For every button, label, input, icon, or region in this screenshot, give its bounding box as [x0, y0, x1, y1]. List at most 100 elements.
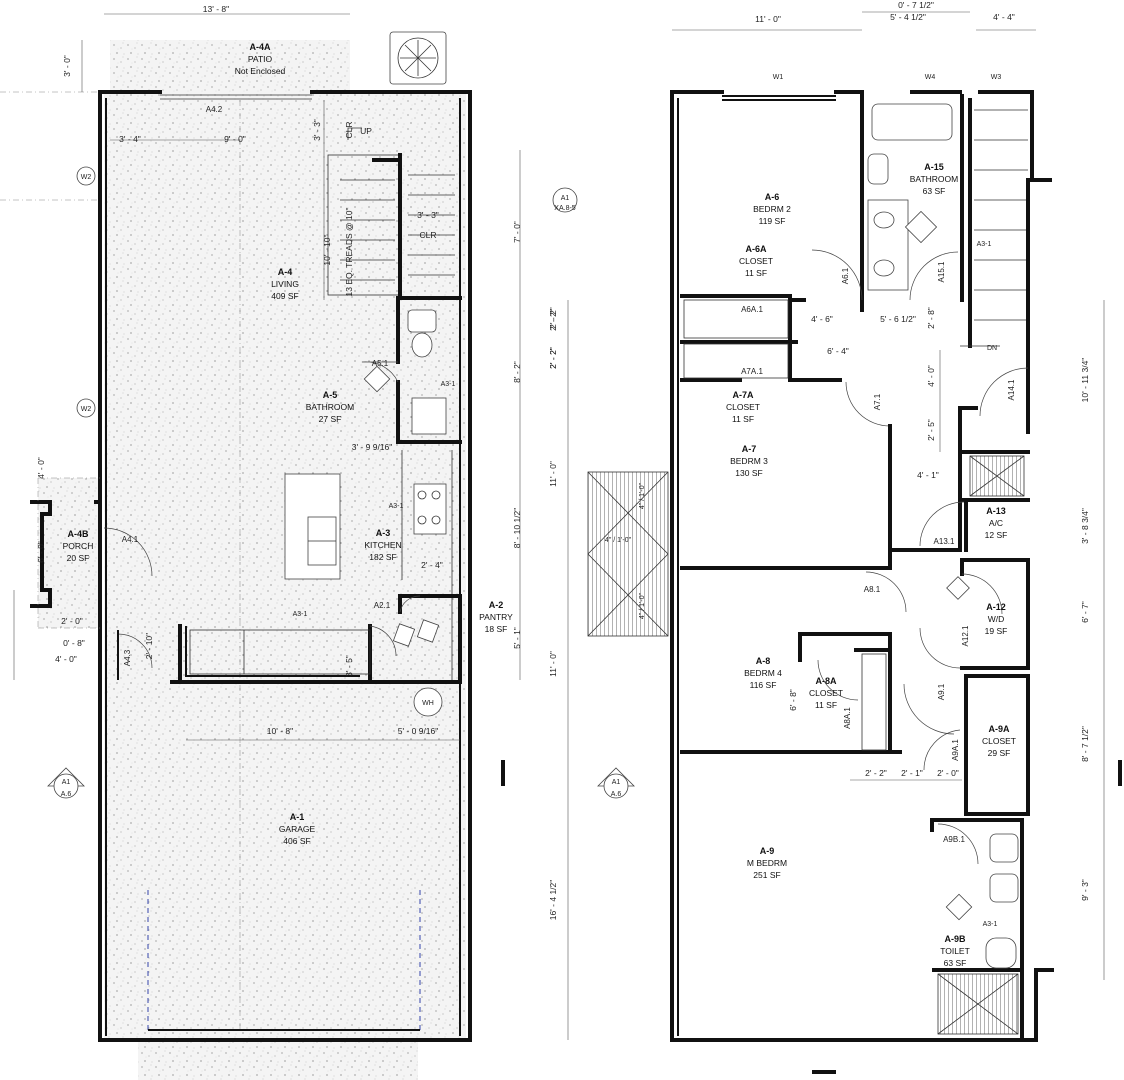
room-label-bedrm4: A-8 BEDRM 4 116 SF: [744, 656, 782, 690]
room-area: 409 SF: [271, 291, 298, 301]
window-tag: W4: [925, 74, 936, 81]
dim-landing2: 2' - 5": [926, 419, 936, 441]
room-name: BEDRM 3: [730, 456, 768, 466]
dim-wh-right: 5' - 0 9/16": [398, 726, 439, 736]
door-tag: A6A.1: [741, 305, 763, 314]
second-floor-dimensions: 11' - 0" 0' - 7 1/2" 5' - 4 1/2" 4' - 4"…: [548, 0, 1090, 920]
door-tag: A13.1: [934, 537, 955, 546]
dim-left-mid: 11' - 0": [548, 651, 558, 677]
dim-wd-h: 6' - 7": [1080, 601, 1090, 623]
dim-landing: 4' - 0": [926, 365, 936, 387]
room-area: 27 SF: [319, 414, 342, 424]
window-tag: W2: [81, 406, 92, 413]
stair-down-label: DN: [987, 345, 997, 352]
room-id: A-8A: [815, 676, 837, 686]
room-id: A-5: [323, 390, 338, 400]
clear-tag: CLR: [344, 121, 354, 138]
dim-left-total: 11' - 0": [548, 461, 558, 487]
room-id: A-3: [376, 528, 391, 538]
room-label-porch: A-4B PORCH 20 SF: [63, 529, 94, 563]
dim-top-width: 13' - 8": [203, 4, 229, 14]
room-label-closet8a: A-8A CLOSET 11 SF: [809, 676, 843, 710]
roof-section: [587, 471, 669, 637]
door-tag: A8A.1: [843, 707, 852, 729]
room-label-closet9a: A-9A CLOSET 29 SF: [982, 724, 1016, 758]
room-id: A-9: [760, 846, 775, 856]
room-area: 18 SF: [485, 624, 508, 634]
dim-entry-left: 3' - 4": [119, 134, 141, 144]
section-marker-bottom: A.6: [61, 791, 72, 798]
dim-left-a: 2' - 2": [548, 307, 558, 329]
dim-bot-c: 2' - 0": [937, 768, 959, 778]
room-name: CLOSET: [726, 402, 760, 412]
dim-porch-w3: 4' - 0": [55, 654, 77, 664]
dim-bed4-closet: 6' - 8": [788, 689, 798, 711]
section-marker-top: A1: [62, 779, 71, 786]
dim-closet-w: 2' - 10": [144, 633, 154, 659]
room-id: A-2: [489, 600, 504, 610]
door-tag: A6.1: [841, 267, 850, 284]
room-name: CLOSET: [809, 688, 843, 698]
door-tag: A7.1: [873, 393, 882, 410]
room-id: A-15: [924, 162, 944, 172]
dim-toilet-h: 9' - 3": [1080, 879, 1090, 901]
dim-porch-w1: 2' - 0": [61, 616, 83, 626]
room-area: 63 SF: [923, 186, 946, 196]
water-heater-label: WH: [422, 700, 434, 707]
room-id: A-1: [290, 812, 305, 822]
dim-bed3-right: 4' - 1": [917, 470, 939, 480]
section-marker-bottom: A.6: [611, 791, 622, 798]
door-tag: A15.1: [937, 261, 946, 282]
dim-top-b: 5' - 4 1/2": [890, 12, 926, 22]
room-name: KITCHEN: [364, 540, 401, 550]
dim-top-left: 11' - 0": [755, 14, 781, 24]
dim-right-b2: 2' - 2": [548, 347, 558, 369]
dim-kitchen-counter: 3' - 9 9/16": [352, 442, 393, 452]
first-floor-plan: [0, 13, 578, 1080]
room-id: A-7A: [732, 390, 754, 400]
first-floor-dimensions: 13' - 8" 3' - 0" 3' - 4" 9' - 0" 3' - 3"…: [36, 4, 558, 736]
dim-left-b: 2' - 2": [548, 347, 558, 369]
room-name: A/C: [989, 518, 1003, 528]
window-tag: W2: [81, 174, 92, 181]
room-name: W/D: [988, 614, 1005, 624]
dim-entry-mid: 9' - 0": [224, 134, 246, 144]
dim-pantry-h: 5' - 1": [512, 627, 522, 649]
dim-clr-width: 3' - 3": [417, 210, 439, 220]
section-tag: A1: [561, 195, 570, 202]
room-name: BATHROOM: [910, 174, 958, 184]
door-tag: A4.2: [206, 105, 223, 114]
room-id: A-13: [986, 506, 1006, 516]
dim-wh-left: 10' - 8": [267, 726, 293, 736]
roof-slope: 4" / 1'-0": [639, 482, 646, 509]
dim-patio-depth: 3' - 0": [62, 55, 72, 77]
dim-porch-depth: 6' - 0": [36, 541, 46, 563]
room-area: 11 SF: [732, 414, 754, 424]
door-tag: A9A.1: [951, 739, 960, 761]
dim-right-mid: 8' - 2": [512, 361, 522, 383]
door-tag: A7A.1: [741, 367, 763, 376]
room-label-ac: A-13 A/C 12 SF: [985, 506, 1008, 540]
room-name: CLOSET: [739, 256, 773, 266]
dim-pantry-w: 2' - 4": [421, 560, 443, 570]
window-tag: W3: [991, 74, 1002, 81]
door-tag: A9.1: [937, 683, 946, 700]
room-area: 20 SF: [67, 553, 90, 563]
room-label-bathroom-2: A-15 BATHROOM 63 SF: [910, 162, 958, 196]
room-label-closet7a: A-7A CLOSET 11 SF: [726, 390, 760, 424]
door-tag: A2.1: [374, 601, 391, 610]
second-floor-plan: [567, 11, 1122, 1074]
dim-right-kitchen: 8' - 10 1/2": [512, 508, 522, 549]
dim-pantry-left: 3' - 5": [344, 655, 354, 677]
room-area: 119 SF: [759, 216, 786, 226]
dim-hall-w2: 6' - 4": [827, 346, 849, 356]
dim-top-right: 4' - 4": [993, 12, 1015, 22]
room-label-bedrm3: A-7 BEDRM 3 130 SF: [730, 444, 768, 478]
room-area: 29 SF: [988, 748, 1011, 758]
dim-closet9-h: 8' - 7 1/2": [1080, 726, 1090, 762]
dim-bath-w: 5' - 6 1/2": [880, 314, 916, 324]
dim-stair-treads: 13 EQ. TREADS @ 10": [344, 208, 354, 297]
room-name: PORCH: [63, 541, 94, 551]
room-name: GARAGE: [279, 824, 316, 834]
room-label-toilet: A-9B TOILET 63 SF: [940, 934, 970, 968]
